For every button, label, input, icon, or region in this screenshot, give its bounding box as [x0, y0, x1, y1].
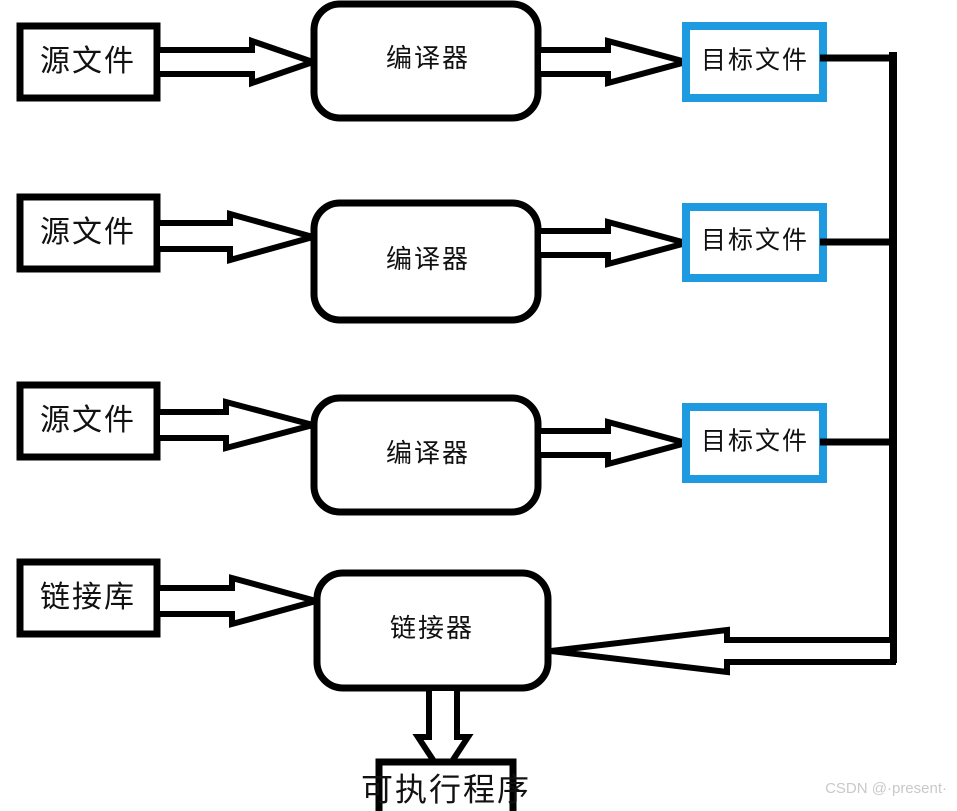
node-source-file-2[interactable]: 源文件 — [16, 193, 161, 273]
object-file-2-label: 目标文件 — [701, 227, 809, 255]
executable-program-label: 可执行程序 — [361, 771, 531, 807]
edge-compiler2-object2 — [535, 218, 698, 268]
node-linker[interactable]: 链接器 — [313, 569, 552, 692]
object-file-3-box — [682, 403, 827, 483]
block-arrow-right — [154, 398, 325, 452]
edge-library-linker — [154, 574, 328, 628]
source-file-3-label: 源文件 — [40, 404, 136, 437]
object-file-1-label: 目标文件 — [701, 47, 809, 75]
node-compiler-3[interactable]: 编译器 — [310, 394, 542, 516]
edge-source2-compiler2 — [154, 210, 325, 264]
node-compiler-1[interactable]: 编译器 — [310, 0, 542, 122]
node-link-library[interactable]: 链接库 — [16, 558, 161, 638]
block-arrow-right — [154, 574, 328, 628]
edge-source1-compiler1 — [154, 36, 323, 88]
node-object-file-1[interactable]: 目标文件 — [682, 22, 827, 102]
source-file-2-label: 源文件 — [40, 216, 136, 249]
edge-source3-compiler3 — [154, 398, 325, 452]
link-library-label: 链接库 — [40, 581, 136, 614]
node-source-file-3[interactable]: 源文件 — [16, 381, 161, 461]
edge-trunk-linker — [550, 626, 896, 676]
source-file-1-box — [16, 22, 161, 102]
compiler-2-label: 编译器 — [386, 245, 470, 274]
block-arrow-right — [154, 210, 325, 264]
block-arrow-right — [535, 418, 698, 468]
csdn-watermark: CSDN @·present· — [825, 780, 947, 797]
block-arrow-right — [535, 218, 698, 268]
source-file-1-label: 源文件 — [40, 45, 136, 78]
compiler-1-label: 编译器 — [386, 44, 470, 73]
node-object-file-3[interactable]: 目标文件 — [682, 403, 827, 483]
linker-label: 链接器 — [390, 614, 474, 643]
object-file-1-box — [682, 22, 827, 102]
edge-compiler1-object1 — [535, 37, 698, 87]
edge-compiler3-object3 — [535, 418, 698, 468]
edge-linker-executable — [412, 685, 474, 781]
node-executable-program[interactable]: 可执行程序 — [361, 758, 531, 811]
block-arrow-down — [412, 685, 474, 781]
node-object-file-2[interactable]: 目标文件 — [682, 203, 827, 282]
node-source-file-1[interactable]: 源文件 — [16, 22, 161, 102]
compiler-2-box — [310, 199, 542, 324]
node-compiler-2[interactable]: 编译器 — [310, 199, 542, 324]
block-arrow-right — [154, 36, 323, 88]
link-library-box — [16, 558, 161, 638]
block-arrow-left — [550, 626, 896, 676]
block-arrow-right — [535, 37, 698, 87]
executable-program-box — [375, 758, 517, 811]
compiler-3-label: 编译器 — [386, 439, 470, 468]
object-file-3-label: 目标文件 — [701, 428, 809, 456]
